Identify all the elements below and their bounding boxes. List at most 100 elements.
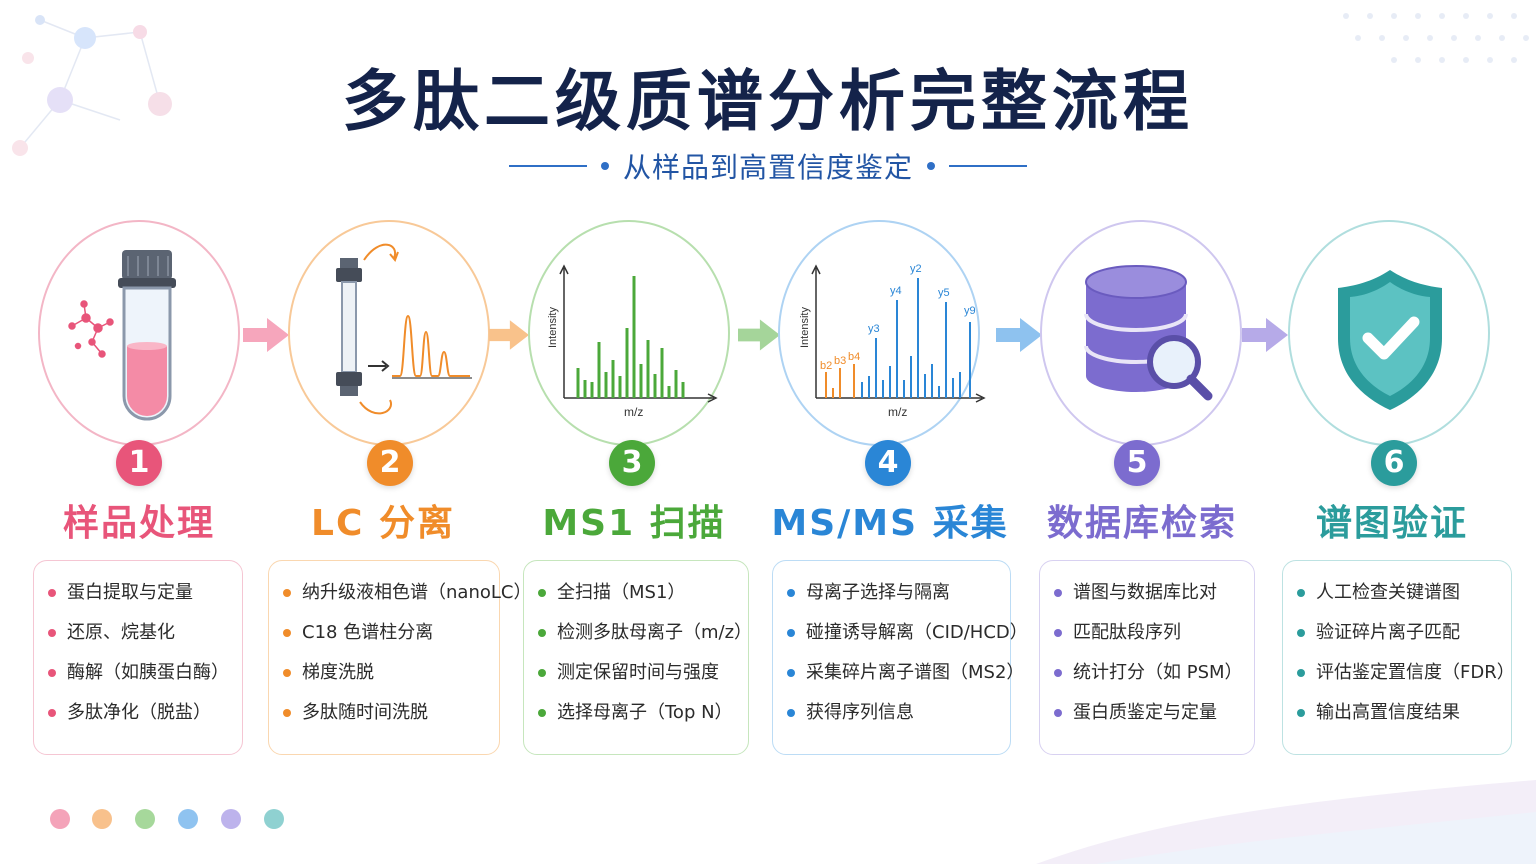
arrow-right-icon xyxy=(996,318,1042,352)
step-2-item: C18 色谱柱分离 xyxy=(281,617,489,657)
bullet-dot xyxy=(1054,709,1062,717)
bullet-dot xyxy=(1297,589,1305,597)
step-5-title: 数据库检索 xyxy=(1046,503,1237,544)
step-3-circle xyxy=(528,220,730,446)
arrow-right-icon xyxy=(1242,318,1288,352)
bullet-dot xyxy=(283,629,291,637)
ion-label-y5: y5 xyxy=(938,287,950,299)
subtitle-dot-left xyxy=(600,162,609,170)
subtitle: 从样品到高置信度鉴定 xyxy=(622,151,913,184)
molecule-decoration xyxy=(12,15,172,156)
step-1-item: 多肽净化（脱盐） xyxy=(46,697,232,737)
step-6-number: 6 xyxy=(1371,440,1417,486)
item-text: 选择母离子（Top N） xyxy=(557,702,733,723)
step-1-item: 还原、烷基化 xyxy=(46,617,232,657)
subtitle-row: 从样品到高置信度鉴定 xyxy=(0,146,1536,186)
bullet-dot xyxy=(283,669,291,677)
item-text: 还原、烷基化 xyxy=(67,622,175,643)
item-text: 输出高置信度结果 xyxy=(1316,702,1460,723)
item-text: 蛋白质鉴定与定量 xyxy=(1073,702,1217,723)
step-2-item: 纳升级液相色谱（nanoLC） xyxy=(281,577,531,617)
step-3-item: 检测多肽母离子（m/z） xyxy=(536,617,752,657)
step-5-card: 谱图与数据库比对 匹配肽段序列 统计打分（如 PSM） 蛋白质鉴定与定量 xyxy=(1039,560,1255,755)
item-text: 多肽净化（脱盐） xyxy=(67,702,211,723)
bullet-dot xyxy=(1297,669,1305,677)
bullet-dot xyxy=(48,709,56,717)
step-3-number: 3 xyxy=(609,440,655,486)
database-search-icon xyxy=(1084,265,1213,401)
ms2-spectrum-icon: Intensity m/z b2 b3 b4 y3 y4 y2 y5 y9 xyxy=(799,263,986,419)
ion-label-y3: y3 xyxy=(868,323,880,335)
bullet-dot xyxy=(1054,669,1062,677)
bullet-dot xyxy=(1054,629,1062,637)
step-3-item: 全扫描（MS1） xyxy=(536,577,738,617)
step-1-number: 1 xyxy=(116,440,162,486)
color-dot xyxy=(50,809,70,829)
arrow-right-icon xyxy=(243,318,289,352)
arrow-right-icon xyxy=(489,320,529,350)
bullet-dot xyxy=(787,629,795,637)
step-3-item: 选择母离子（Top N） xyxy=(536,697,738,737)
step-1-item: 酶解（如胰蛋白酶） xyxy=(46,657,232,697)
bullet-dot xyxy=(538,629,546,637)
item-text: 评估鉴定置信度（FDR） xyxy=(1316,662,1515,683)
subtitle-dot-right xyxy=(927,162,935,170)
item-text: 纳升级液相色谱（nanoLC） xyxy=(302,582,532,603)
ms1-spectrum-icon: Intensity m/z xyxy=(547,264,718,419)
bullet-dot xyxy=(787,589,795,597)
bullet-dot xyxy=(787,669,795,677)
step-4-item: 获得序列信息 xyxy=(785,697,1000,737)
arrow-right-icon xyxy=(738,319,780,351)
step-1-title: 样品处理 xyxy=(62,503,215,544)
item-text: 蛋白提取与定量 xyxy=(67,582,193,603)
ion-label-y9: y9 xyxy=(964,305,976,317)
step-5-item: 匹配肽段序列 xyxy=(1052,617,1244,657)
item-text: 谱图与数据库比对 xyxy=(1073,582,1217,603)
step-6-item: 输出高置信度结果 xyxy=(1295,697,1501,737)
item-text: 统计打分（如 PSM） xyxy=(1073,662,1243,683)
bullet-dot xyxy=(1297,629,1305,637)
step-5-number: 5 xyxy=(1114,440,1160,486)
step-4-number: 4 xyxy=(865,440,911,486)
item-text: C18 色谱柱分离 xyxy=(302,622,434,643)
step-3-title: MS1 扫描 xyxy=(542,503,726,544)
ion-label-b2: b2 xyxy=(820,360,832,372)
bullet-dot xyxy=(48,629,56,637)
step-3-card: 全扫描（MS1） 检测多肽母离子（m/z） 测定保留时间与强度 选择母离子（To… xyxy=(523,560,752,755)
item-text: 碰撞诱导解离（CID/HCD） xyxy=(806,622,1028,643)
bullet-dot xyxy=(1297,709,1305,717)
color-dot xyxy=(264,809,284,829)
step-1-item: 蛋白提取与定量 xyxy=(46,577,232,617)
step-4-title: MS/MS 采集 xyxy=(771,503,1009,544)
ion-label-b4: b4 xyxy=(848,351,860,363)
bullet-dot xyxy=(283,709,291,717)
step-2-item: 梯度洗脱 xyxy=(281,657,489,697)
y-axis-label: Intensity xyxy=(547,307,559,348)
item-text: 人工检查关键谱图 xyxy=(1316,582,1460,603)
bullet-dot xyxy=(283,589,291,597)
item-text: 酶解（如胰蛋白酶） xyxy=(67,662,229,683)
item-text: 全扫描（MS1） xyxy=(557,582,686,603)
ion-label-y4: y4 xyxy=(890,285,902,297)
item-text: 获得序列信息 xyxy=(806,702,914,723)
color-dot xyxy=(92,809,112,829)
step-6-item: 验证碎片离子匹配 xyxy=(1295,617,1501,657)
step-2-item: 多肽随时间洗脱 xyxy=(281,697,489,737)
bullet-dot xyxy=(538,709,546,717)
step-2-card: 纳升级液相色谱（nanoLC） C18 色谱柱分离 梯度洗脱 多肽随时间洗脱 xyxy=(268,560,531,755)
item-text: 梯度洗脱 xyxy=(302,662,374,683)
step-4-item: 采集碎片离子谱图（MS2） xyxy=(785,657,1024,697)
bullet-dot xyxy=(538,669,546,677)
bullet-dot xyxy=(538,589,546,597)
step-6-item: 人工检查关键谱图 xyxy=(1295,577,1501,617)
bullet-dot xyxy=(1054,589,1062,597)
item-text: 母离子选择与隔离 xyxy=(806,582,950,603)
item-text: 检测多肽母离子（m/z） xyxy=(557,622,753,643)
color-dot xyxy=(221,809,241,829)
bullet-dot xyxy=(787,709,795,717)
step-1-card: 蛋白提取与定量 还原、烷基化 酶解（如胰蛋白酶） 多肽净化（脱盐） xyxy=(33,560,243,755)
color-dot xyxy=(135,809,155,829)
step-4-item: 碰撞诱导解离（CID/HCD） xyxy=(785,617,1028,657)
item-text: 验证碎片离子匹配 xyxy=(1316,622,1460,643)
step-6-title: 谱图验证 xyxy=(1315,503,1468,544)
